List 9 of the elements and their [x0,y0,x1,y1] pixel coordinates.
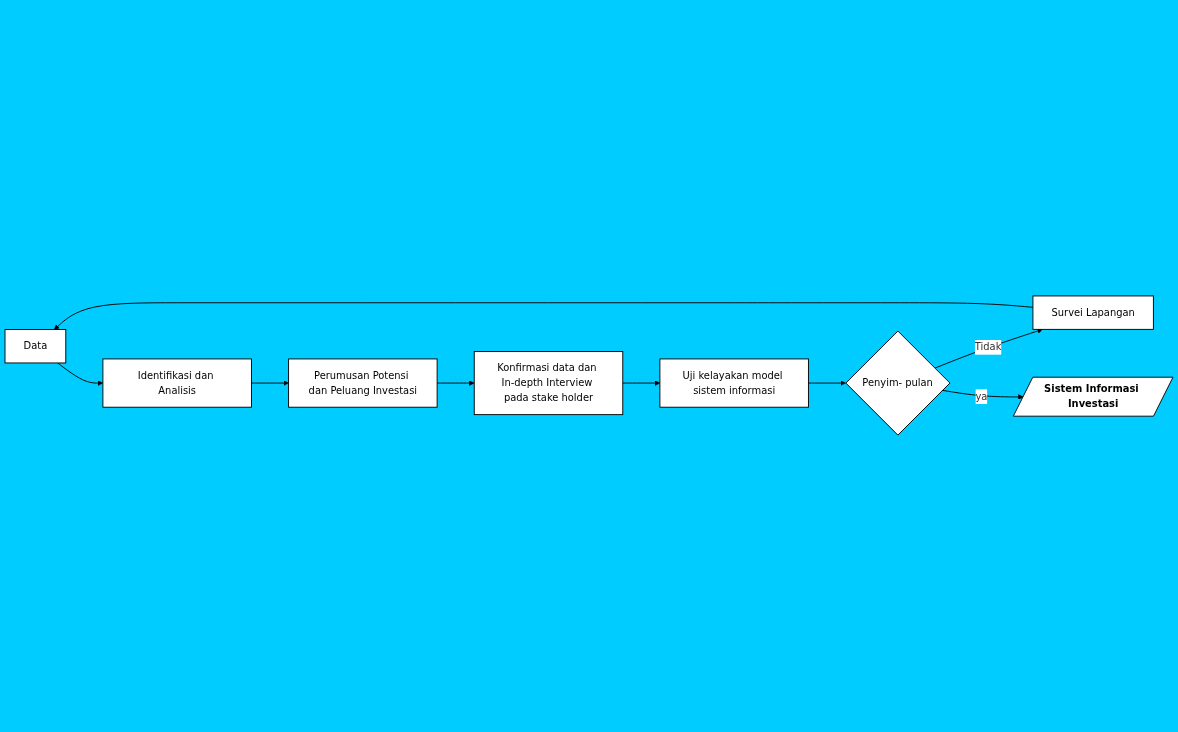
node-box: Identifikasi dan Analisis [102,358,252,409]
node-box: Perumusan Potensi dan Peluang Investasi [288,358,438,409]
edge-label: Tidak [974,341,1002,354]
node-box: Survei Lapangan [1032,295,1154,331]
edge-label: ya [975,390,988,403]
node-box: Konfirmasi data dan In-depth Interview pada stake holder [473,351,624,416]
node-box: Uji kelayakan model sistem informasi [659,358,809,409]
node-diamond: Penyim- pulan [845,331,951,437]
node-box: Data [4,329,67,364]
